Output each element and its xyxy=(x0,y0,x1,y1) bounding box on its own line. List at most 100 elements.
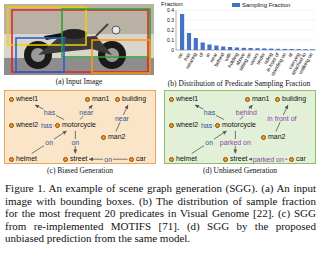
node-label: motorcycle xyxy=(222,121,256,129)
graph-node: wheel2 xyxy=(169,121,198,129)
bar xyxy=(194,38,198,50)
node-dot xyxy=(169,123,174,128)
relation-label: has xyxy=(40,122,53,129)
bounding-box xyxy=(12,10,148,72)
node-dot xyxy=(261,135,266,140)
graph-node: helmet xyxy=(169,155,197,163)
graph-node: wheel2 xyxy=(9,121,38,129)
graph-node: building xyxy=(115,95,146,103)
node-dot xyxy=(169,97,174,102)
relation-edge xyxy=(80,105,92,120)
graph-node: car xyxy=(129,155,146,163)
headlight xyxy=(112,26,120,34)
bounding-box xyxy=(8,7,86,45)
x-tick-label: of xyxy=(198,52,204,58)
graph-node: man1 xyxy=(85,95,110,103)
panel-caption: (d) Unbiased Generation xyxy=(165,166,315,175)
y-tick-label: 0.4 xyxy=(167,8,174,13)
node-dot xyxy=(169,157,174,162)
graph-node: car xyxy=(289,155,306,163)
subfigure-caption: (a) Input Image xyxy=(4,77,154,86)
bar xyxy=(255,48,259,50)
fork xyxy=(96,24,108,36)
figure-caption: Figure 1. An example of scene graph gene… xyxy=(5,182,316,245)
graph-node: motorcycle xyxy=(215,121,256,129)
y-tick-label: 0.3 xyxy=(167,18,174,23)
relation-label: has xyxy=(200,122,213,129)
node-label: wheel1 xyxy=(16,95,38,103)
node-dot xyxy=(63,157,68,162)
y-tick-label: 0.2 xyxy=(167,28,174,33)
y-tick-label: 0.1 xyxy=(167,38,174,43)
node-dot xyxy=(85,97,90,102)
node-dot xyxy=(245,97,250,102)
node-label: man1 xyxy=(92,95,110,103)
bar xyxy=(221,47,225,51)
node-label: motorcycle xyxy=(62,121,96,129)
node-label: street xyxy=(230,155,248,163)
y-tick-label: 0 xyxy=(171,48,174,53)
graph-node: wheel1 xyxy=(169,95,198,103)
bar xyxy=(249,48,253,50)
relation-edge xyxy=(200,125,214,126)
relation-label: near xyxy=(78,109,94,116)
axis-title: Fraction xyxy=(161,1,183,7)
graph-node: man1 xyxy=(245,95,270,103)
bar xyxy=(262,48,266,50)
graph-node: street xyxy=(223,155,248,163)
graph-node: man2 xyxy=(261,133,286,141)
node-label: helmet xyxy=(16,155,37,163)
relation-edge xyxy=(35,105,64,120)
node-label: helmet xyxy=(176,155,197,163)
gridline xyxy=(176,20,316,21)
bar xyxy=(297,49,301,51)
input-photo xyxy=(4,4,154,75)
relation-edge xyxy=(235,131,236,154)
graph-panel: (d) Unbiased Generationwheel1man1buildin… xyxy=(164,90,316,164)
bar xyxy=(276,49,280,50)
node-label: car xyxy=(136,155,146,163)
graph-node: man2 xyxy=(101,133,126,141)
bar xyxy=(290,49,294,50)
seat xyxy=(44,33,64,40)
node-label: man2 xyxy=(268,133,286,141)
bar xyxy=(187,33,191,50)
graph-panel: (c) Biased Generationwheel1man1buildingw… xyxy=(4,90,156,164)
node-label: man1 xyxy=(252,95,270,103)
relation-label: on xyxy=(103,156,113,163)
relation-edge xyxy=(276,105,288,132)
legend-item: Sampling Fraction xyxy=(232,2,290,8)
bar xyxy=(303,49,307,51)
graph-node: street xyxy=(63,155,88,163)
relation-edge xyxy=(116,105,128,132)
bar xyxy=(228,47,232,50)
relation-label: has xyxy=(43,109,56,116)
relation-label: has xyxy=(203,109,216,116)
relation-label: parked on xyxy=(252,156,285,163)
gridline xyxy=(176,30,316,31)
bounding-box xyxy=(62,9,150,57)
relation-edge xyxy=(89,159,127,160)
node-dot xyxy=(215,123,220,128)
relation-edge xyxy=(249,159,287,160)
node-label: wheel2 xyxy=(176,121,198,129)
node-label: building xyxy=(122,95,146,103)
graph-node: building xyxy=(275,95,306,103)
node-dot xyxy=(9,157,14,162)
node-label: building xyxy=(282,95,306,103)
relation-edge xyxy=(32,131,67,154)
node-label: street xyxy=(70,155,88,163)
relation-edge xyxy=(192,131,227,154)
relation-label: near xyxy=(114,115,130,122)
bar xyxy=(201,43,205,51)
bar xyxy=(214,46,218,51)
bar xyxy=(180,14,184,50)
bar xyxy=(235,48,239,51)
panel-caption: (c) Biased Generation xyxy=(5,166,155,175)
subfigure-caption: (b) Distribution of Predicate Sampling F… xyxy=(160,79,318,88)
relation-label: on xyxy=(70,139,80,146)
relation-edge xyxy=(75,131,76,154)
relation-edge xyxy=(40,125,54,126)
bounding-box xyxy=(16,38,64,72)
